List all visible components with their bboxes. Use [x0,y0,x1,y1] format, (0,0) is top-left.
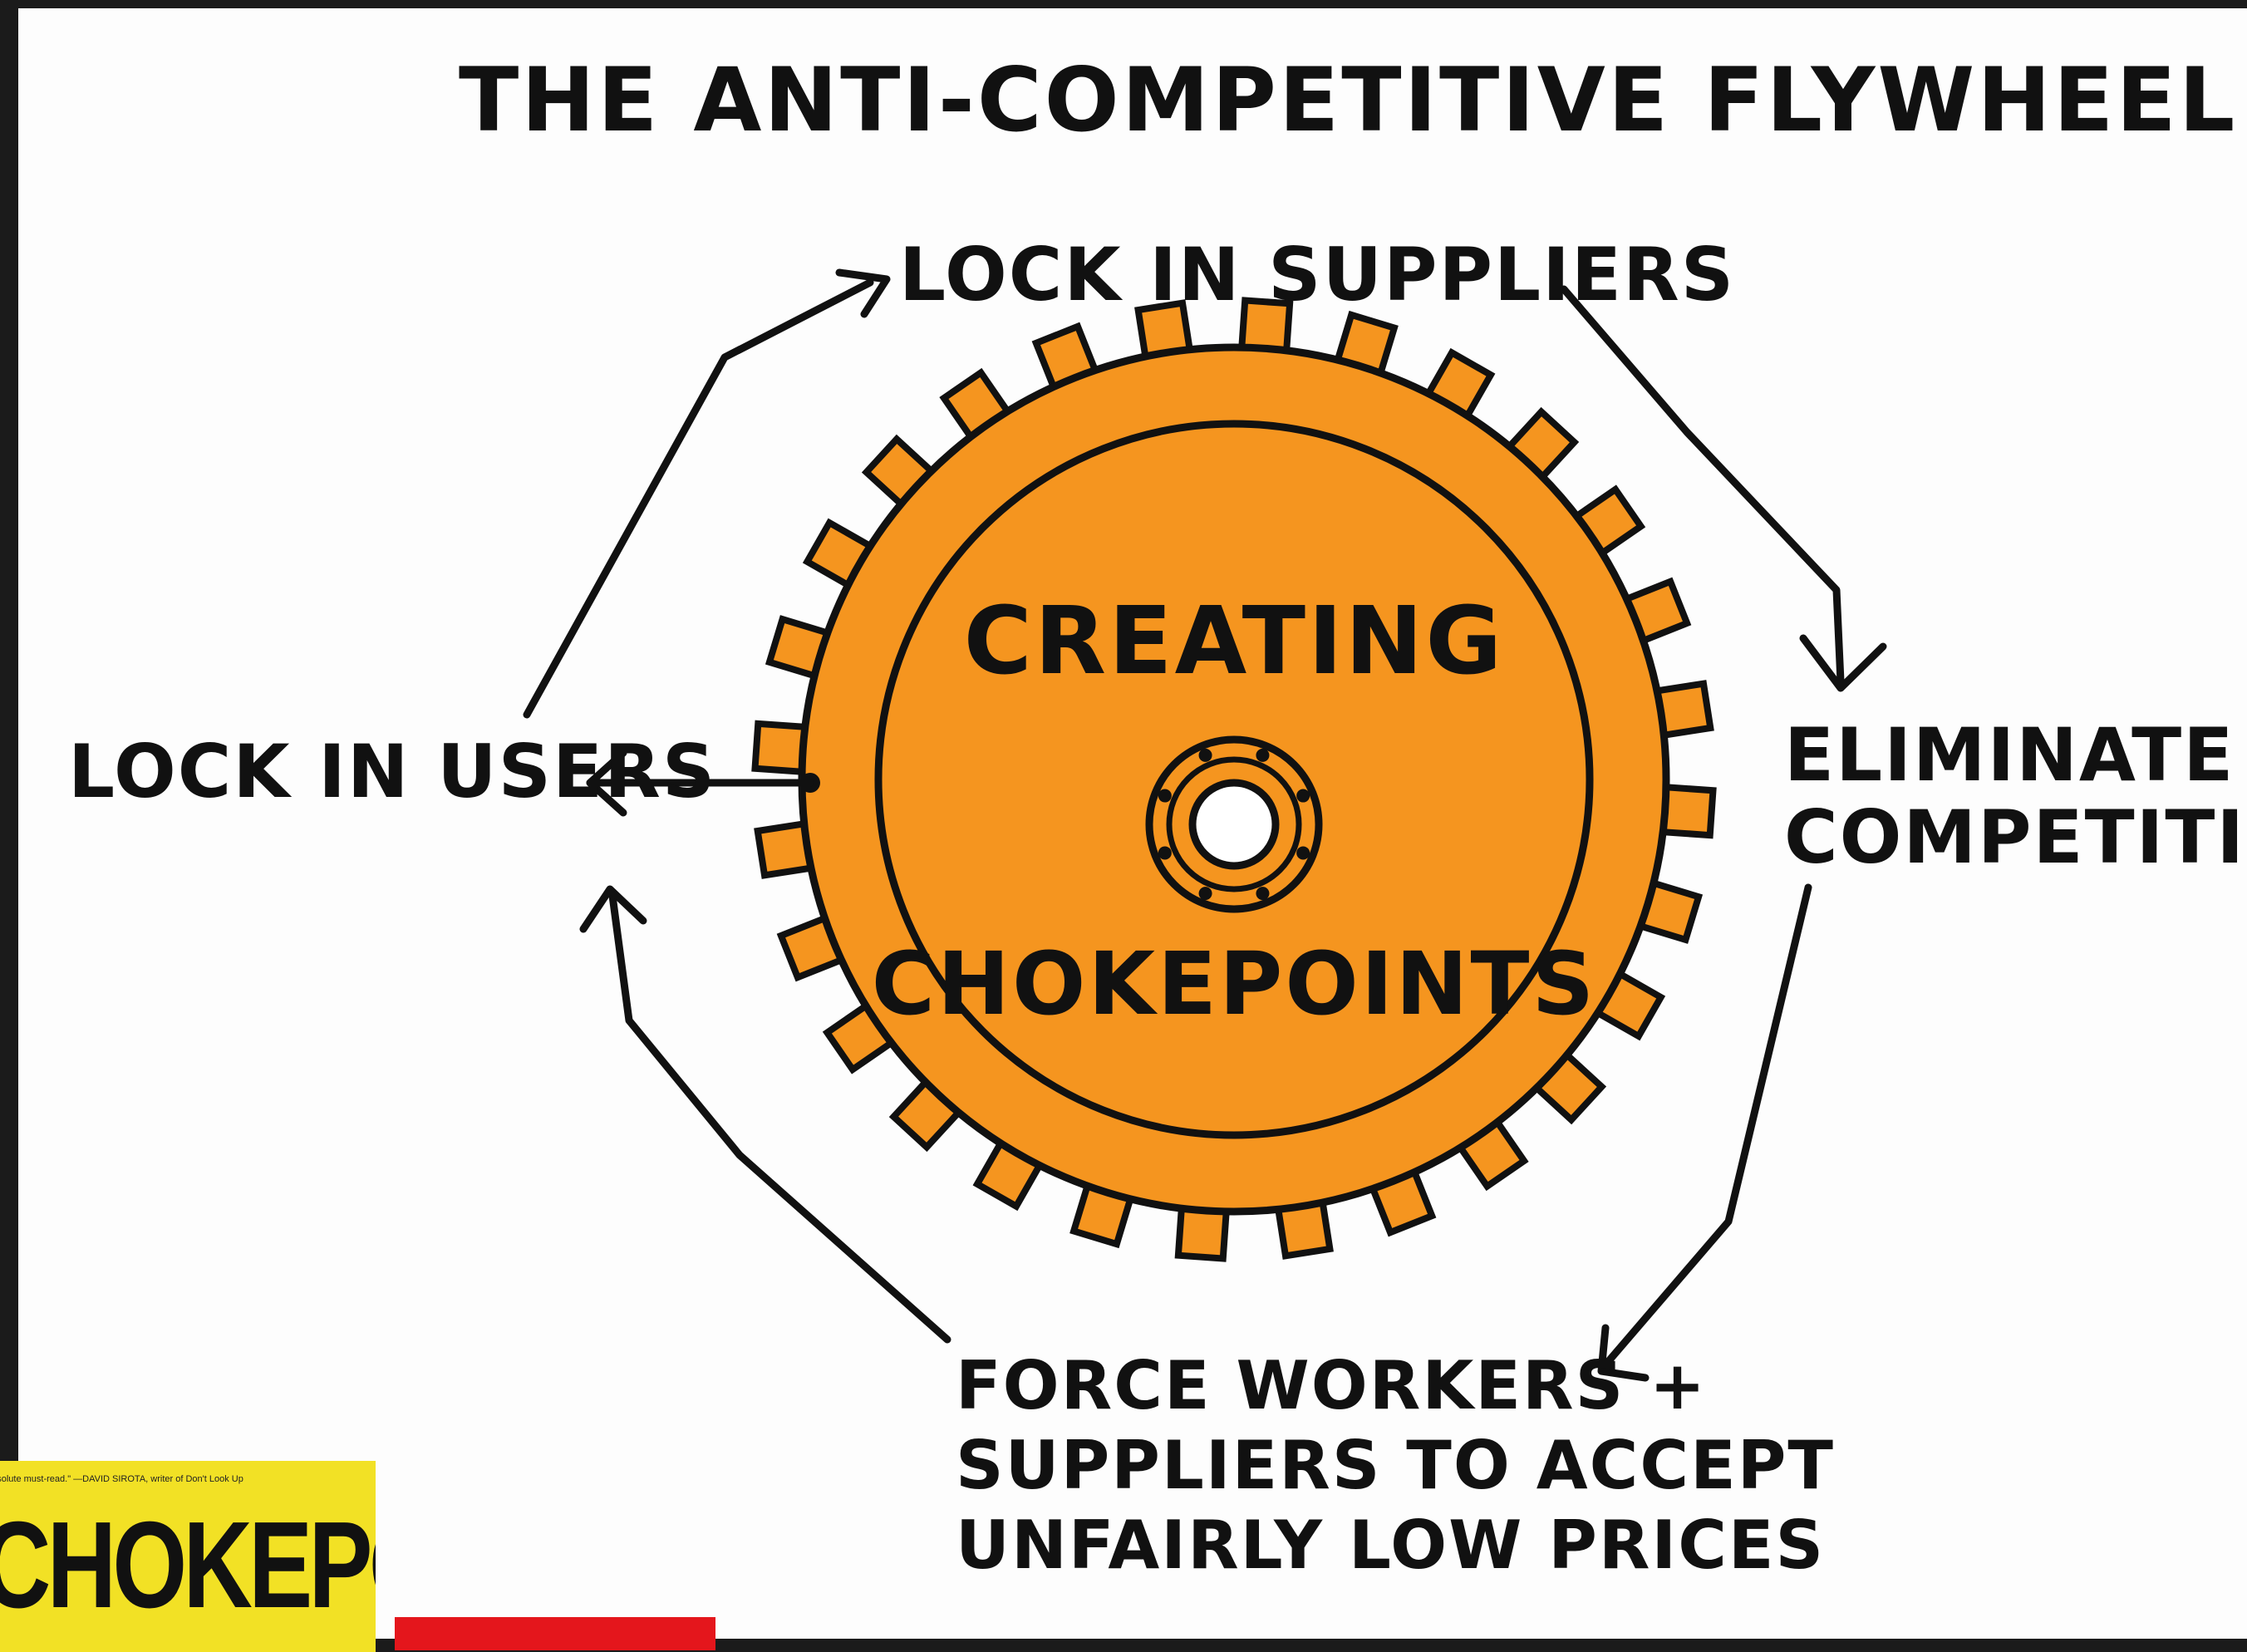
label-force-workers: FORCE WORKERS + SUPPLIERS TO ACCEPT UNFA… [956,1347,1835,1584]
hub-bolt [1256,887,1270,901]
book-quote: absolute must-read." —DAVID SIROTA, writ… [0,1474,243,1484]
label-eliminate-competition: ELIMINATE COMPETITION [1784,712,2247,880]
hub-bolt [1296,846,1310,860]
arrow-competition-to-workers [1597,883,1812,1382]
arrow-to-users [586,749,820,817]
diagram-title: THE ANTI-COMPETITIVE FLYWHEEL [459,49,2238,151]
gear-text-creating: CREATING [964,588,1505,696]
book-cover-thumbnail[interactable]: absolute must-read." —DAVID SIROTA, writ… [0,1461,376,1652]
book-title: CHOKEPOINT [0,1497,376,1634]
gear-hub [1145,735,1323,913]
hub-bolt [1158,846,1172,860]
label-lock-in-suppliers: LOCK IN SUPPLIERS [899,232,1736,317]
flywheel-diagram: CREATING CHOKEPOINTS [523,268,1887,1382]
label-lock-in-users: LOCK IN USERS [68,729,717,814]
hub-bolt [1158,789,1172,803]
gear-inner-ring [874,420,1594,1139]
hub-bolt [1296,789,1310,803]
diagram-canvas: THE ANTI-COMPETITIVE FLYWHEEL CREATING C… [18,8,2247,1639]
arrow-users-to-suppliers [523,268,891,719]
gear-text-chokepoints: CHOKEPOINTS [872,933,1597,1035]
arrow-workers-to-users [579,885,951,1344]
hub-bolt [1256,748,1270,762]
red-accent-bar [395,1617,715,1650]
hub-bolt [1198,887,1212,901]
arrow-suppliers-to-competition [1560,285,1887,692]
hub-bolt [1198,748,1212,762]
